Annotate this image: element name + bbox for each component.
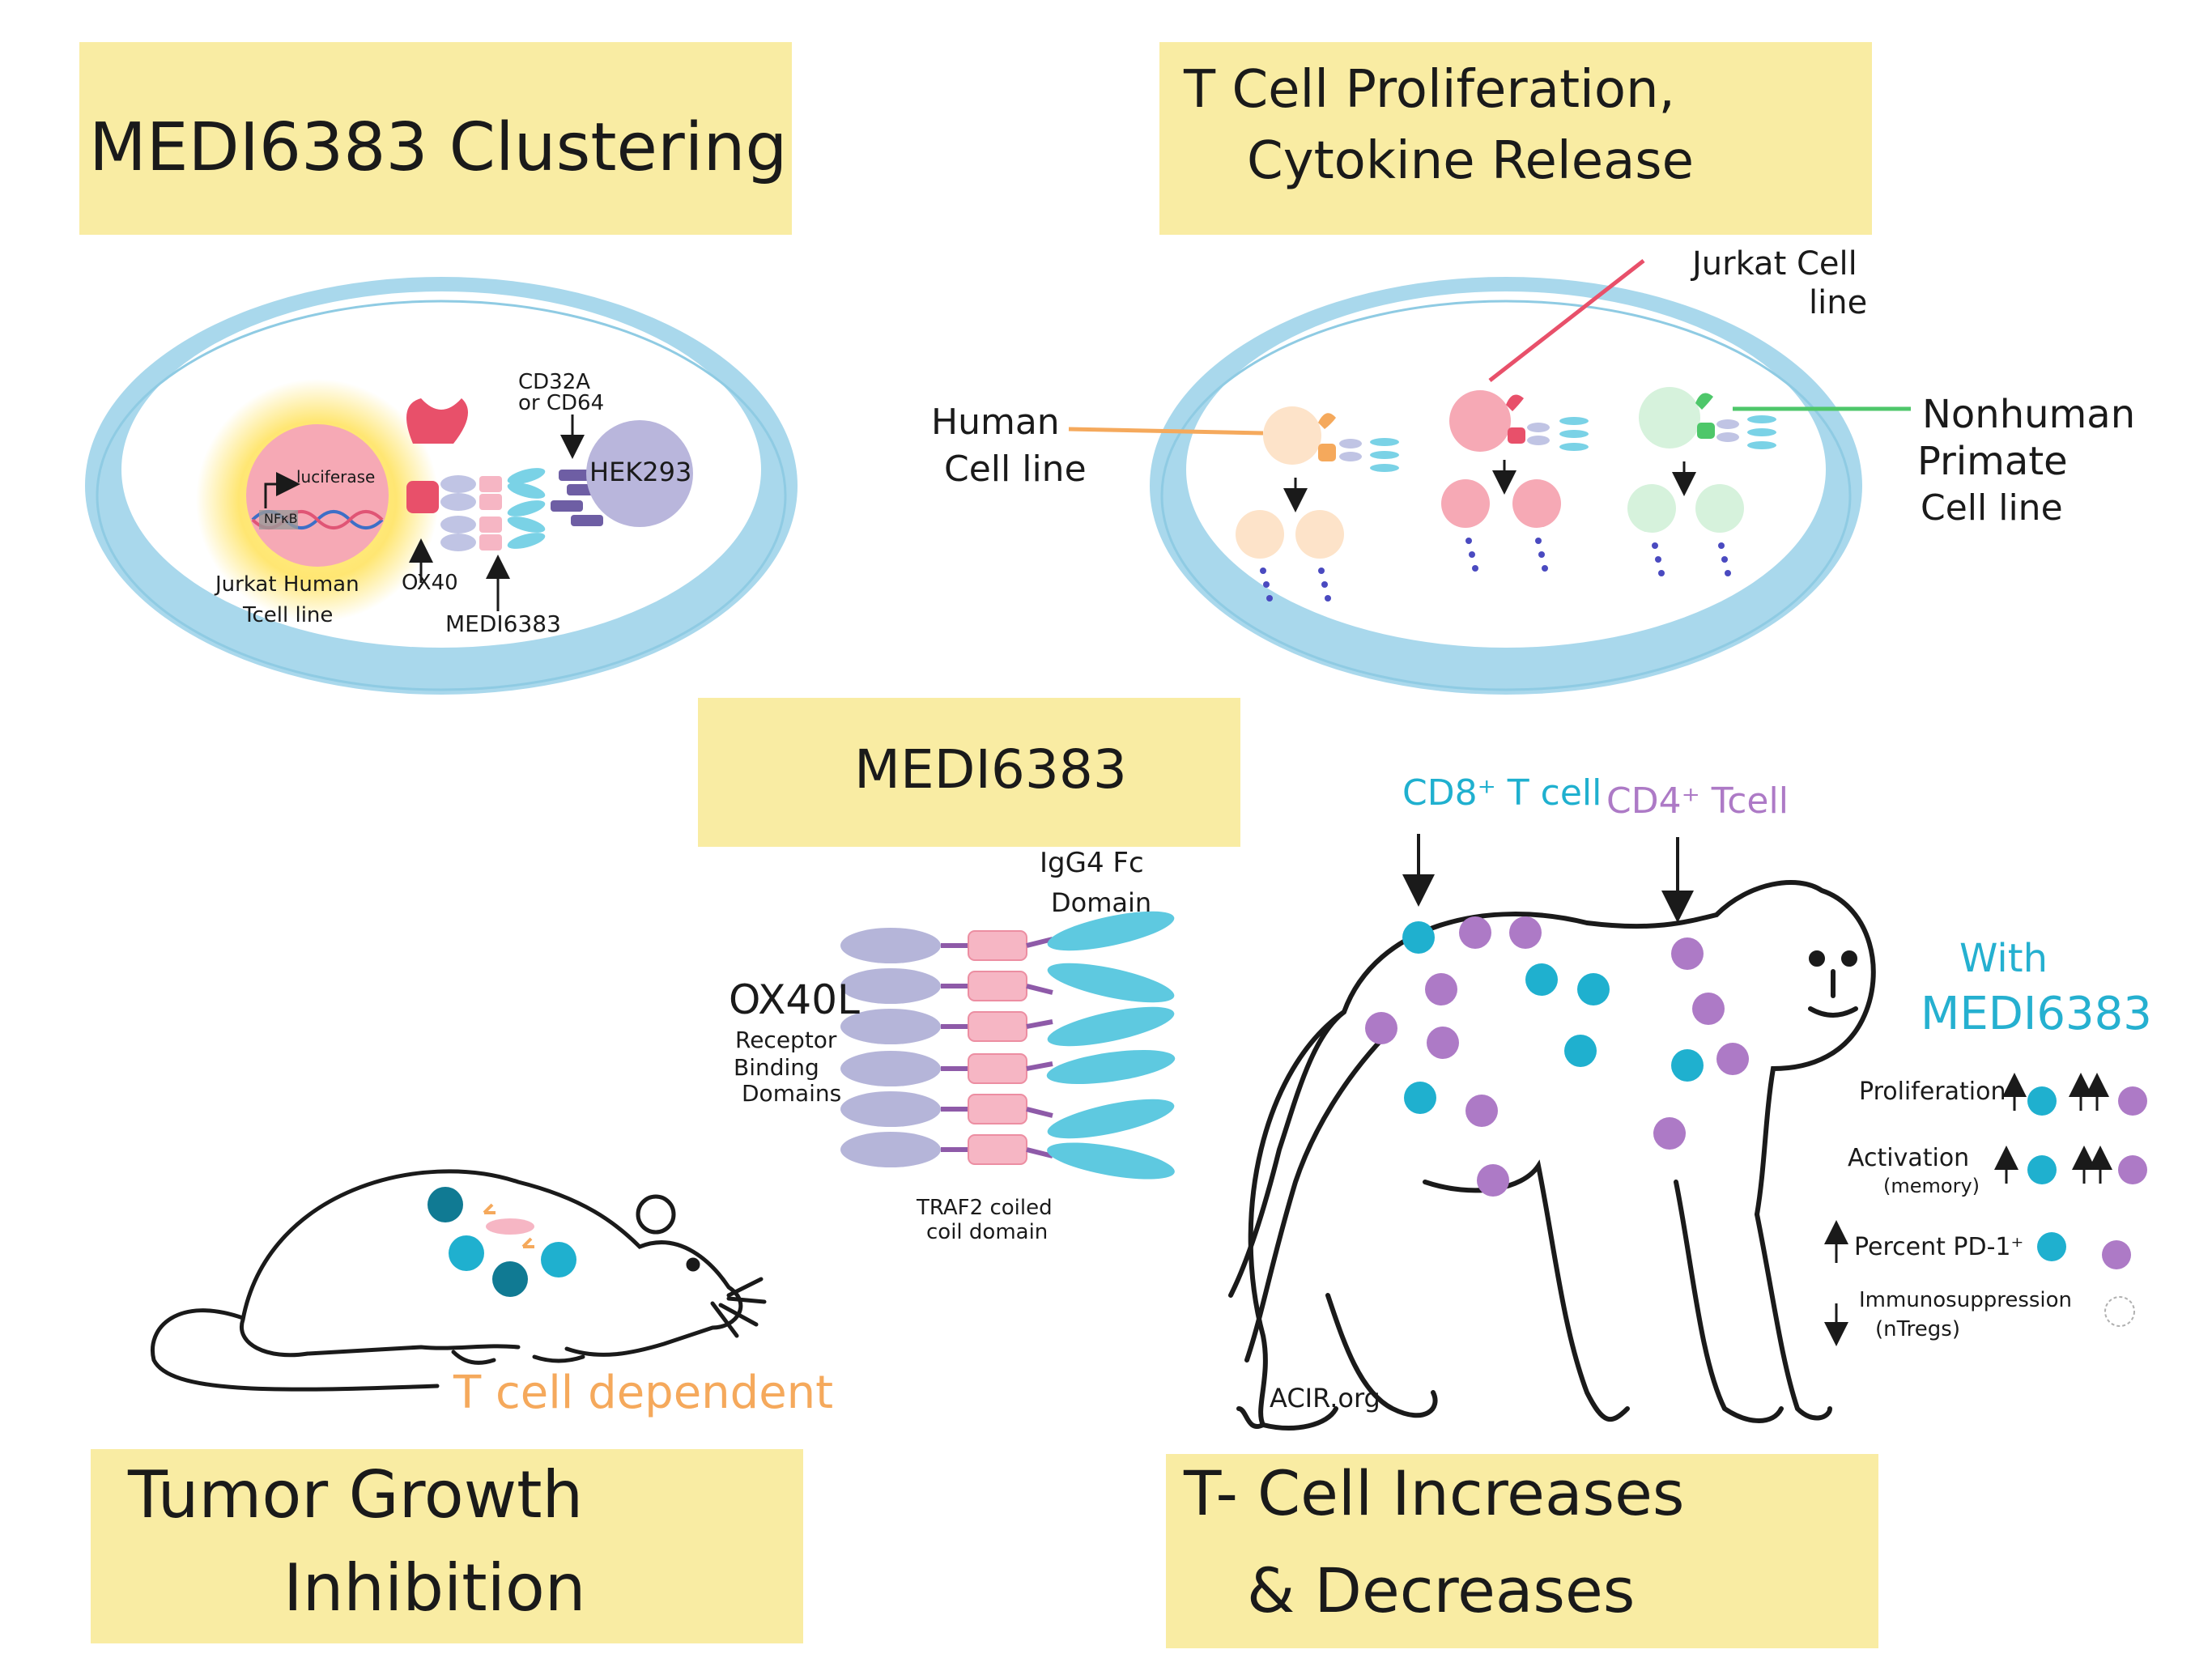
hek293-cell (586, 420, 693, 527)
title-tcell-line2: & Decreases (1247, 1554, 1636, 1626)
title-box-proliferation (1159, 42, 1872, 235)
traf2-domains (968, 930, 1027, 1165)
linkers (941, 943, 968, 1152)
title-tcell-line1: T- Cell Increases (1184, 1457, 1685, 1529)
label-traf2-line1: TRAF2 coiled (917, 1196, 1053, 1220)
label-luciferase: luciferase (296, 467, 376, 487)
label-igg4-line2: Domain (1051, 887, 1152, 918)
label-cd4: CD4⁺ Tcell (1606, 780, 1789, 822)
petri-dish-proliferation (1150, 277, 1862, 695)
jurkat-cell-group (1441, 390, 1589, 572)
label-nfkb: NFκB (264, 511, 298, 526)
title-box-tcell (1166, 1454, 1878, 1648)
label-ox40l: OX40L (729, 976, 860, 1023)
title-clustering: MEDI6383 Clustering (89, 109, 788, 186)
label-nonhuman-line3: Cell line (1921, 487, 2063, 529)
label-pd1: Percent PD-1⁺ (1854, 1233, 2024, 1261)
label-nonhuman-line1: Nonhuman (1922, 392, 2136, 437)
label-cd32a-line2: or CD64 (518, 391, 605, 415)
line-jurkat-diag (1488, 259, 1645, 382)
clustering-arrows (409, 414, 585, 611)
label-immunosuppression: Immunosuppression (1859, 1288, 2073, 1312)
label-activation: Activation (1848, 1144, 1970, 1172)
label-proliferation: Proliferation (1859, 1078, 2006, 1106)
fc-linkers (1026, 937, 1053, 1158)
label-t-cell-dependent: T cell dependent (453, 1367, 834, 1419)
ox40l-domains (840, 928, 941, 1167)
title-center: MEDI6383 (854, 738, 1127, 801)
label-human-line1: Human (931, 402, 1060, 443)
title-box-clustering (79, 42, 792, 235)
line-human (1068, 427, 1264, 436)
title-tumor-line1: Tumor Growth (128, 1457, 584, 1533)
label-ox40: OX40 (402, 571, 458, 595)
label-hek293: HEK293 (589, 457, 692, 487)
label-jurkat-human-line2: Tcell line (243, 603, 334, 627)
mouse-tumor-cells (428, 1187, 576, 1297)
monkey-pointer-arrows (1402, 834, 1694, 923)
title-tumor-line2: Inhibition (283, 1550, 586, 1626)
jurkat-cell-glow (196, 379, 439, 622)
label-medi6383-dish1: MEDI6383 (445, 610, 561, 637)
label-rbd-line1: Receptor (735, 1027, 837, 1053)
title-proliferation-line2: Cytokine Release (1247, 131, 1694, 191)
label-jurkat-human-line1: Jurkat Human (215, 572, 359, 597)
label-cd8: CD8⁺ T cell (1402, 772, 1602, 814)
label-igg4-line1: IgG4 Fc (1040, 847, 1144, 879)
ox40-receptor-dish1 (406, 398, 468, 513)
credit-acir: ACIR.org (1270, 1383, 1380, 1414)
mouse-illustration (151, 1169, 767, 1392)
label-with: With (1959, 936, 2048, 981)
monkey-illustration (1228, 880, 1876, 1431)
medi6383-structure (840, 911, 1176, 1180)
label-cd32a-line1: CD32A (518, 370, 591, 394)
human-cell-group (1236, 406, 1399, 602)
label-ntregs: (nTregs) (1875, 1317, 1960, 1341)
label-nonhuman-line2: Primate (1917, 439, 2068, 484)
label-with-medi6383: MEDI6383 (1921, 988, 2152, 1040)
nonhuman-cell-group (1627, 387, 1776, 576)
monkey-tcells (1365, 916, 1749, 1197)
title-box-tumor (91, 1449, 803, 1643)
label-rbd-line2: Binding (734, 1054, 819, 1081)
title-proliferation-line1: T Cell Proliferation, (1184, 60, 1675, 120)
label-jurkat-cell-line1: Jurkat Cell (1692, 245, 1857, 283)
medi6383-molecule-dish1 (440, 468, 546, 551)
igg4-fc-domains (1046, 911, 1176, 1180)
label-jurkat-cell-line2: line (1809, 284, 1868, 321)
effects-legend-icons (1824, 1073, 2147, 1346)
title-box-center (698, 698, 1240, 847)
label-memory: (memory) (1883, 1175, 1980, 1197)
label-traf2-line2: coil domain (926, 1220, 1049, 1244)
label-rbd-line3: Domains (742, 1080, 842, 1107)
label-human-line2: Cell line (944, 449, 1087, 490)
